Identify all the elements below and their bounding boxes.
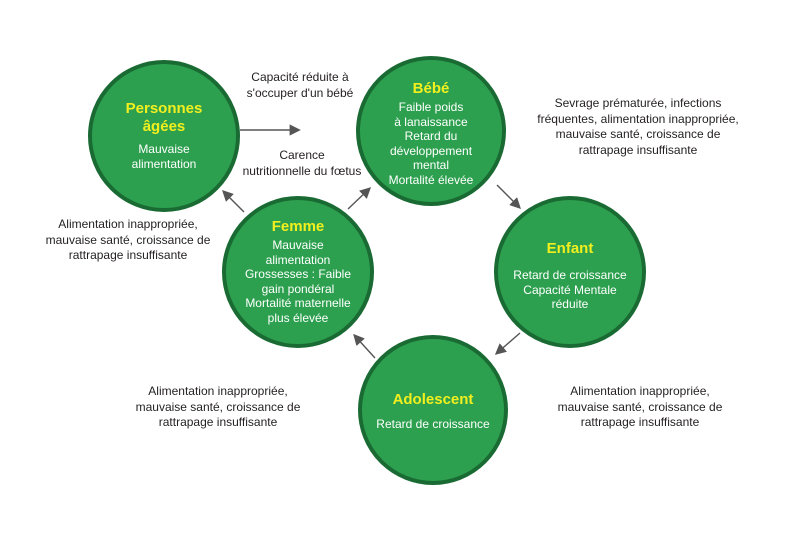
annotation-bebe-to-enfant: Sevrage prématurée, infections fréquente… (537, 96, 739, 157)
annotation-enfant-to-adolescent: Alimentation inappropriée, mauvaise sant… (557, 384, 723, 429)
stage-title: Enfant (546, 240, 594, 257)
annotation-adolescent-to-femme: Alimentation inappropriée, mauvaise sant… (135, 384, 301, 429)
stage-title: Adolescent (392, 391, 474, 408)
annotation-femme-to-agees: Alimentation inappropriée, mauvaise sant… (45, 217, 211, 262)
stage-description: Faible poids à lanaissance Retard du dév… (388, 100, 474, 187)
stage-description: Retard de croissance Capacité Mentale ré… (513, 268, 627, 311)
arrow-femme-to-bebe (347, 187, 372, 210)
stage-personnes-agees: Personnes âgées Mauvaise alimentation (88, 60, 240, 212)
stage-title: Femme (271, 218, 325, 235)
stage-adolescent: Adolescent Retard de croissance (358, 335, 508, 485)
arrow-femme-to-agees (222, 190, 245, 213)
annotation-femme-to-bebe: Carence nutritionnelle du fœtus (242, 148, 362, 178)
arrow-enfant-to-adolescent (494, 332, 521, 355)
arrow-bebe-to-enfant (496, 184, 521, 209)
stage-title: Personnes âgées (125, 100, 203, 135)
stage-description: Mauvaise alimentation (131, 142, 197, 171)
stage-description: Mauvaise alimentation Grossesses : Faibl… (244, 238, 352, 325)
stage-description: Retard de croissance (376, 417, 490, 431)
stage-title: Bébé (412, 80, 450, 97)
annotation-agees-to-bebe: Capacité réduite à s'occuper d'un bébé (246, 70, 354, 100)
arrow-adolescent-to-femme (353, 333, 376, 359)
stage-enfant: Enfant Retard de croissance Capacité Men… (494, 196, 646, 348)
stage-femme: Femme Mauvaise alimentation Grossesses :… (222, 196, 374, 348)
stage-bebe: Bébé Faible poids à lanaissance Retard d… (356, 56, 506, 206)
